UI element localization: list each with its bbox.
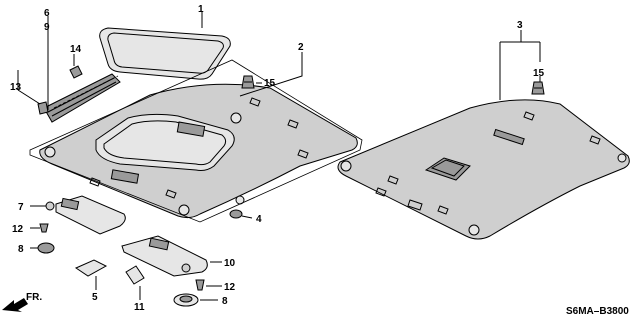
- sunroof-frame-part: [99, 27, 231, 80]
- holder-8-left-part: [37, 242, 55, 254]
- bracket-5-part: [74, 259, 108, 277]
- front-arrow-icon: [2, 298, 28, 312]
- clip-15-center-part: [241, 75, 255, 89]
- diagram-code: S6MA–B3800: [566, 306, 629, 317]
- callout-8-left: 8: [18, 244, 24, 255]
- clip-4-part: [229, 209, 243, 219]
- molding-strip-part: [43, 73, 121, 123]
- sun-visor-right-part: [121, 235, 208, 277]
- front-indicator-label: FR.: [26, 292, 42, 303]
- headliner-standard-part: [337, 99, 630, 240]
- clip-13-part: [37, 101, 49, 115]
- callout-15-center: 15: [264, 78, 276, 89]
- callout-1: 1: [198, 4, 204, 15]
- callout-3: 3: [517, 20, 523, 31]
- callout-7: 7: [18, 202, 24, 213]
- callout-10: 10: [224, 258, 236, 269]
- callout-5: 5: [92, 292, 98, 303]
- callout-4: 4: [256, 214, 262, 225]
- callout-15-right: 15: [533, 68, 545, 79]
- sun-visor-left-part: [45, 195, 126, 235]
- callout-8-right: 8: [222, 296, 228, 307]
- screw-12-right-part: [195, 279, 205, 291]
- callout-11: 11: [134, 302, 145, 313]
- headliner-sunroof-part: [39, 83, 358, 219]
- callout-12-right: 12: [224, 282, 236, 293]
- callout-14: 14: [70, 44, 82, 55]
- callout-12-left: 12: [12, 224, 24, 235]
- bracket-11-part: [125, 265, 145, 285]
- holder-8-right-part: [173, 293, 199, 307]
- clip-15-right-part: [531, 81, 545, 95]
- leader-lines: [17, 12, 541, 301]
- callout-13: 13: [10, 82, 22, 93]
- clip-14-part: [69, 65, 83, 79]
- screw-12-left-part: [39, 223, 49, 233]
- callout-6: 6: [44, 8, 50, 19]
- callout-9: 9: [44, 22, 50, 33]
- callout-2: 2: [298, 42, 304, 53]
- group-outline: [29, 59, 363, 223]
